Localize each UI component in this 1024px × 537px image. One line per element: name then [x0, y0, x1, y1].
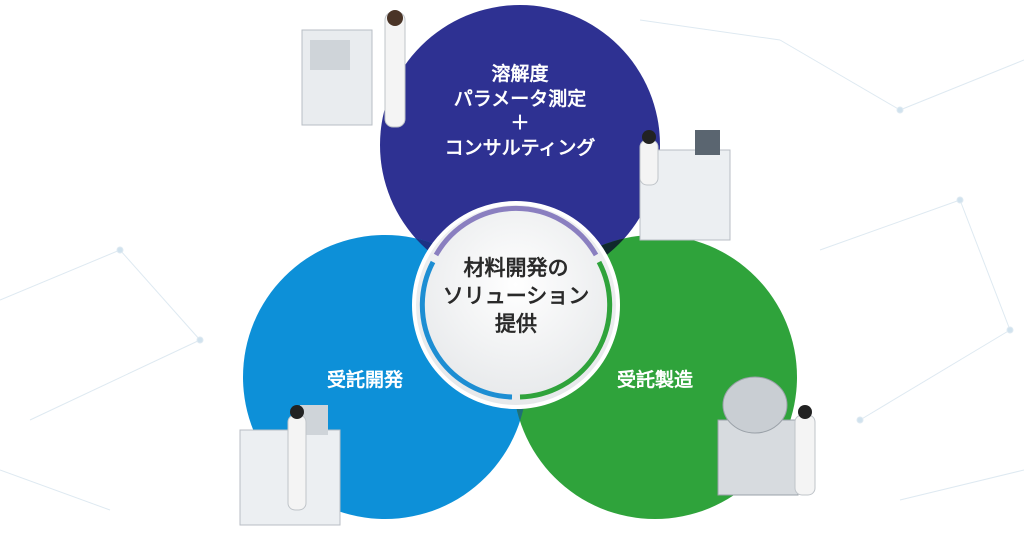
left-circle-label: 受託開発	[326, 369, 403, 391]
scientist-illustration-bottom-right	[717, 376, 816, 496]
circle-top	[380, 5, 660, 285]
ring-right	[519, 260, 613, 400]
center-circle	[412, 201, 620, 409]
center-line-1: 材料開発の	[463, 256, 569, 280]
right-circle-label: 受託製造	[616, 369, 693, 391]
top-label-line-1: 溶解度	[491, 63, 549, 85]
scientist-illustration-top-right	[639, 130, 731, 241]
center-line-2: ソリューション	[442, 283, 590, 308]
center-label: 材料開発の ソリューション 提供	[436, 255, 596, 339]
top-label-line-3: ＋	[510, 112, 530, 135]
center-line-3: 提供	[495, 311, 537, 336]
ring-left	[419, 260, 513, 400]
top-label-line-2: パラメータ測定	[453, 87, 587, 110]
scientist-illustration-bottom-left	[239, 405, 341, 526]
scientist-illustration-top-left	[301, 10, 406, 128]
network-background	[0, 19, 1024, 511]
ring-top	[433, 206, 599, 257]
top-circle-label: 溶解度 パラメータ測定 ＋ コンサルティング	[420, 62, 620, 161]
top-label-line-4: コンサルティング	[444, 137, 596, 160]
